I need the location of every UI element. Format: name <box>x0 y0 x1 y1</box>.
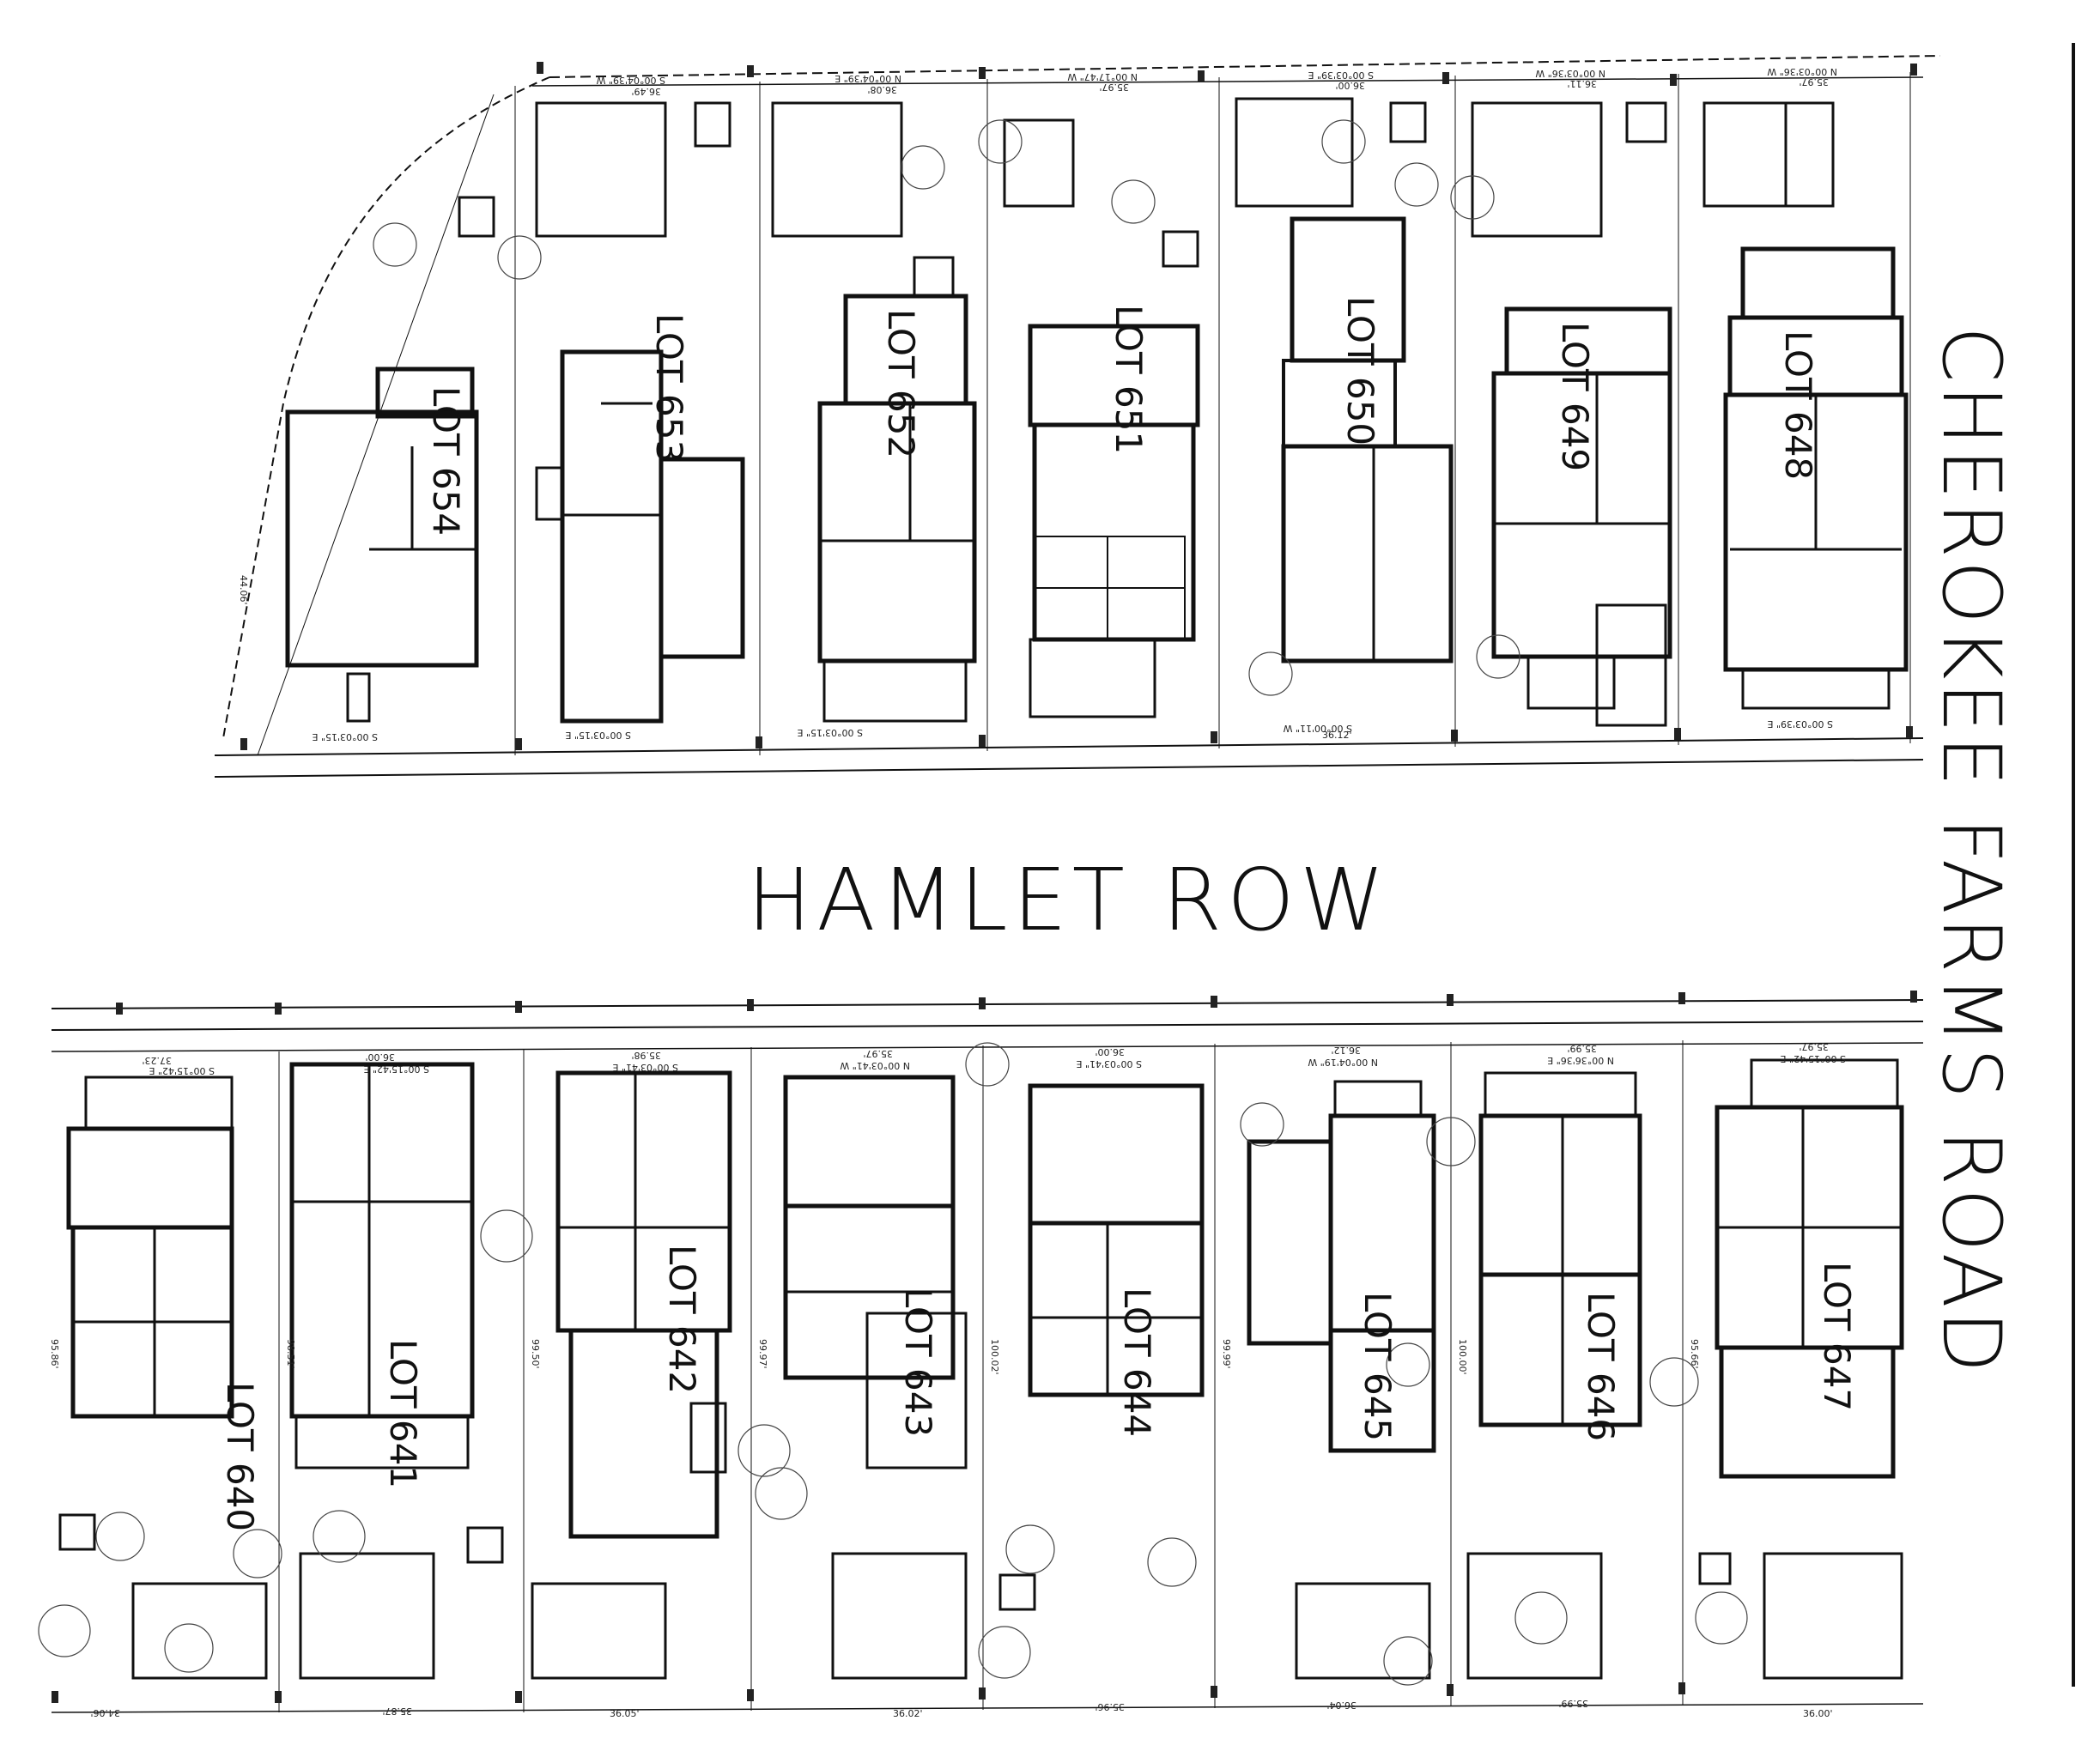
lot-label-646: LOT 646 <box>1580 1292 1622 1441</box>
north-front-0: S 00°03'15" E <box>312 731 378 742</box>
south-depth-3: 99.97' <box>757 1339 768 1369</box>
north-lot-labels: LOT 654 LOT 653 LOT 652 LOT 651 LOT 650 … <box>425 296 1819 536</box>
lot-label-654: LOT 654 <box>425 386 467 536</box>
south-houses <box>66 1058 1904 1539</box>
lot-label-649: LOT 649 <box>1554 322 1596 471</box>
lot-label-644: LOT 644 <box>1116 1288 1158 1437</box>
north-front-6: S 00°03'39" E <box>1767 718 1833 730</box>
north-dim-0: 36.49' <box>631 86 661 97</box>
south-depth-2: 99.50' <box>530 1339 541 1369</box>
south-bearing-3: N 00°03'41" W <box>840 1060 910 1071</box>
south-dim-0: 37.23' <box>142 1055 172 1066</box>
north-bearing-0: S 00°04'39" W <box>596 75 665 86</box>
south-depth-5: 99.99' <box>1221 1339 1232 1369</box>
north-bearing-5: N 00°03'36" W <box>1535 68 1605 79</box>
south-depth-4: 100.02' <box>989 1339 1000 1375</box>
south-bearing-0: S 00°15'42" E <box>149 1065 215 1076</box>
trees <box>38 119 1748 1686</box>
lot-label-647: LOT 647 <box>1816 1262 1858 1411</box>
south-dim-2: 35.98' <box>631 1050 661 1061</box>
lot-label-642: LOT 642 <box>661 1245 703 1394</box>
south-depth-7: 95.66' <box>1689 1339 1700 1369</box>
north-bearing-1: N 00°04'39" E <box>835 73 901 84</box>
south-back-5: 36.04' <box>1326 1700 1357 1711</box>
south-dimensions: 37.23' 36.00' 35.98' 35.97' 36.00' 36.12… <box>49 1041 1846 1719</box>
lot-label-653: LOT 653 <box>648 313 690 463</box>
south-bearing-4: S 00°03'41" E <box>1076 1058 1142 1069</box>
north-front-1: S 00°03'15" E <box>565 730 631 741</box>
lot-label-645: LOT 645 <box>1357 1292 1399 1441</box>
north-houses <box>285 216 1909 727</box>
south-back-4: 35.96' <box>1095 1701 1125 1712</box>
lot-label-651: LOT 651 <box>1108 305 1150 454</box>
south-block-boundaries <box>51 999 1924 1713</box>
north-dim-5: 35.97' <box>1799 76 1829 88</box>
south-bearing-2: S 00°03'41" E <box>612 1062 678 1073</box>
hamlet-row-label: HAMLET ROW <box>747 850 1390 950</box>
north-dim-7: 44.06' <box>238 575 249 605</box>
north-dim-1: 36.08' <box>867 84 897 95</box>
south-bearing-5: N 00°04'19" W <box>1308 1057 1378 1068</box>
south-depth-6: 100.00' <box>1457 1339 1468 1375</box>
south-depth-1: 98.51' <box>285 1339 296 1369</box>
south-dim-6: 35.99' <box>1567 1043 1597 1054</box>
south-dim-4: 36.00' <box>1095 1046 1125 1057</box>
south-garages <box>58 1513 1903 1680</box>
south-bearing-7: S 00°15'42" E <box>1780 1053 1846 1064</box>
south-bearing-1: S 00°15'42" E <box>363 1063 429 1075</box>
north-garages <box>458 97 1835 268</box>
north-dim-4: 36.11' <box>1567 78 1597 89</box>
lot-label-650: LOT 650 <box>1339 296 1381 445</box>
north-dimensions: 36.49' 36.08' 35.97' 36.00' 36.11' 35.97… <box>238 66 1837 742</box>
north-front-2: S 00°03'15" E <box>797 727 863 738</box>
south-dim-1: 36.00' <box>365 1051 395 1063</box>
south-dim-7: 35.97' <box>1799 1041 1829 1052</box>
north-bearing-3: S 00°03'39" E <box>1308 70 1374 81</box>
north-dim-3: 36.00' <box>1335 80 1365 91</box>
lot-label-652: LOT 652 <box>880 309 922 458</box>
north-bearing-2: N 00°17'47" W <box>1067 71 1138 82</box>
south-back-1: 35.87' <box>382 1706 412 1717</box>
south-back-0: 34.06' <box>90 1707 120 1718</box>
cherokee-farms-road-wrapper: CHEROKEE FARMS ROAD <box>1889 326 2061 1528</box>
south-back-3: 36.02' <box>893 1708 923 1719</box>
south-bearing-6: N 00°36'36" E <box>1547 1055 1614 1066</box>
south-back-2: 36.05' <box>610 1708 640 1719</box>
south-back-7: 36.00' <box>1803 1708 1833 1719</box>
cherokee-farms-road-label: CHEROKEE FARMS ROAD <box>1924 326 2018 1376</box>
north-dim-2: 35.97' <box>1099 82 1129 93</box>
south-dim-5: 36.12' <box>1331 1045 1361 1056</box>
north-block-boundaries <box>214 55 1941 778</box>
south-lot-labels: LOT 640 LOT 641 LOT 642 LOT 643 LOT 644 … <box>219 1245 1858 1531</box>
lot-label-648: LOT 648 <box>1777 330 1819 480</box>
north-bearing-6: N 00°03'36" W <box>1767 66 1837 77</box>
south-dim-3: 35.97' <box>863 1048 893 1059</box>
lot-label-640: LOT 640 <box>219 1382 261 1531</box>
lot-label-643: LOT 643 <box>897 1288 939 1437</box>
north-dim-6: 36.12' <box>1322 730 1352 741</box>
south-depth-0: 95.86' <box>49 1339 60 1369</box>
north-front-4: S 00°00'11" W <box>1283 723 1352 734</box>
south-back-6: 35.99' <box>1558 1698 1588 1709</box>
lot-label-641: LOT 641 <box>382 1339 424 1488</box>
survey-markers <box>52 62 1917 1703</box>
